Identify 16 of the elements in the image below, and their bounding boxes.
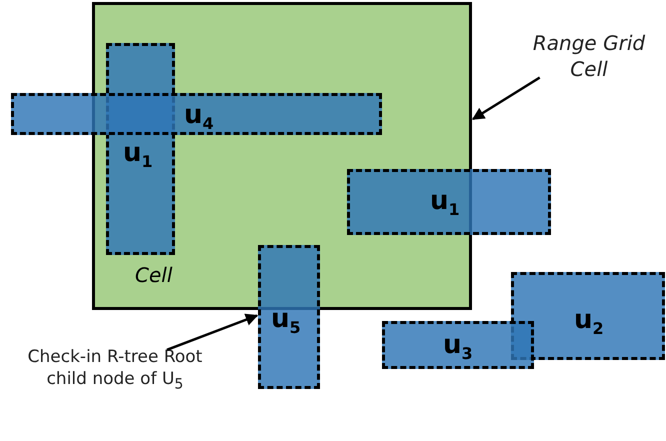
arrow: [166, 314, 258, 351]
dashed-rectangle: [347, 169, 551, 235]
dashed-rectangle: [258, 245, 320, 389]
rectangle-label: u$_{1}$: [123, 140, 153, 170]
dashed-rectangle: [511, 272, 665, 360]
rectangle-label: u$_{4}$: [184, 102, 214, 132]
dashed-rectangle: [11, 93, 382, 135]
rectangle-label: u$_{1}$: [430, 188, 460, 218]
dashed-rectangle: [382, 321, 534, 369]
rectangle-label: u$_{3}$: [443, 332, 473, 362]
rectangle-label: u$_{2}$: [574, 307, 604, 338]
rectangle-label: u$_{5}$: [271, 306, 301, 336]
annotation-text: Check-in R-tree Root child node of U$_{5}$: [26, 346, 204, 394]
arrow: [472, 76, 540, 120]
annotation-text: Range Grid Cell: [532, 30, 646, 82]
cell-label: Cell: [135, 263, 172, 287]
